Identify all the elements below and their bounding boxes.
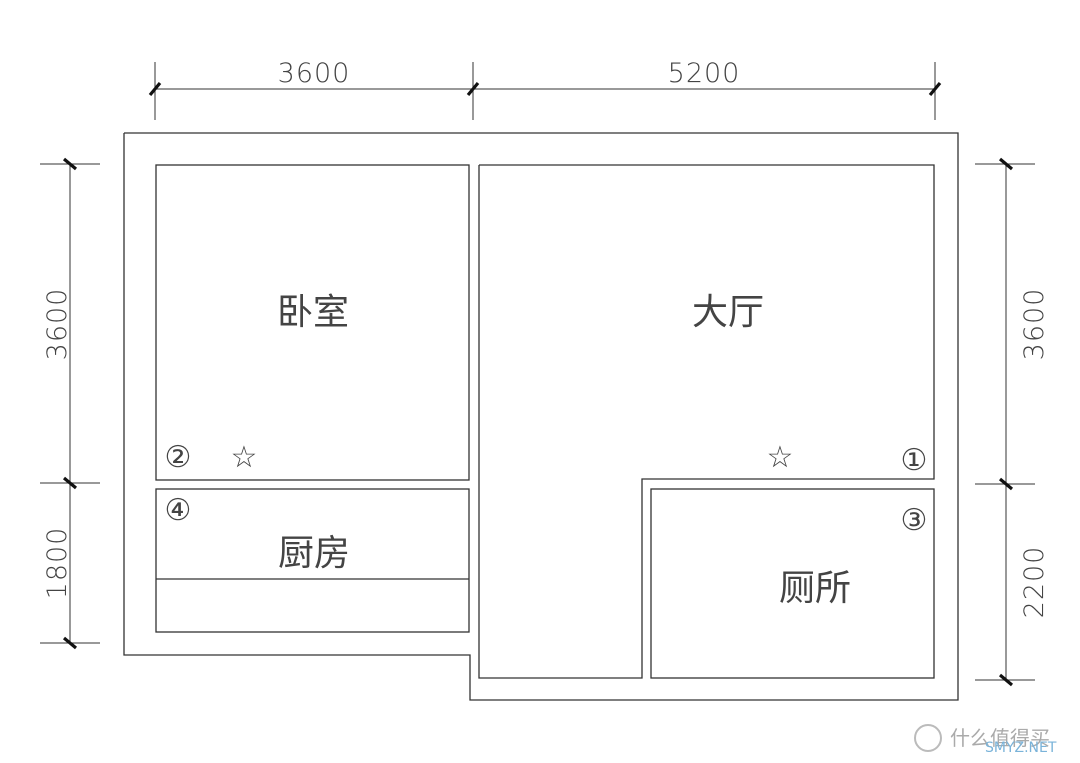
star-icon: ☆ (231, 440, 258, 475)
room-label-bedroom: 卧室 (277, 292, 349, 333)
dim-right-1: 3600 (1019, 288, 1050, 361)
dim-right-2: 2200 (1019, 546, 1050, 619)
dim-top-1: 3600 (278, 58, 351, 89)
watermark: 什么值得买 SMYZ.NET (914, 724, 1057, 756)
toilet-room (650, 488, 935, 679)
marker-3: ③ (901, 503, 928, 538)
marker-4: ④ (165, 493, 192, 528)
marker-2: ② (165, 440, 192, 475)
watermark-logo-icon (914, 724, 942, 752)
room-label-toilet: 厕所 (779, 568, 851, 609)
watermark-text: 什么值得买 (950, 726, 1050, 750)
dim-left-1: 3600 (42, 288, 73, 361)
outer-wall (123, 132, 959, 701)
watermark-sub: SMYZ.NET (985, 740, 1057, 756)
right-dimension: 3600 2200 (975, 157, 1050, 687)
dim-top-2: 5200 (668, 58, 741, 89)
room-label-living: 大厅 (692, 292, 764, 333)
bedroom-room (155, 164, 470, 481)
kitchen-room (155, 488, 470, 633)
dim-left-2: 1800 (42, 527, 73, 600)
left-dimension: 3600 1800 (40, 157, 100, 650)
top-dimension: 3600 5200 (148, 58, 942, 120)
room-label-kitchen: 厨房 (278, 533, 350, 574)
living-room (478, 164, 935, 679)
star-icon: ☆ (767, 440, 794, 475)
marker-1: ① (901, 443, 928, 478)
